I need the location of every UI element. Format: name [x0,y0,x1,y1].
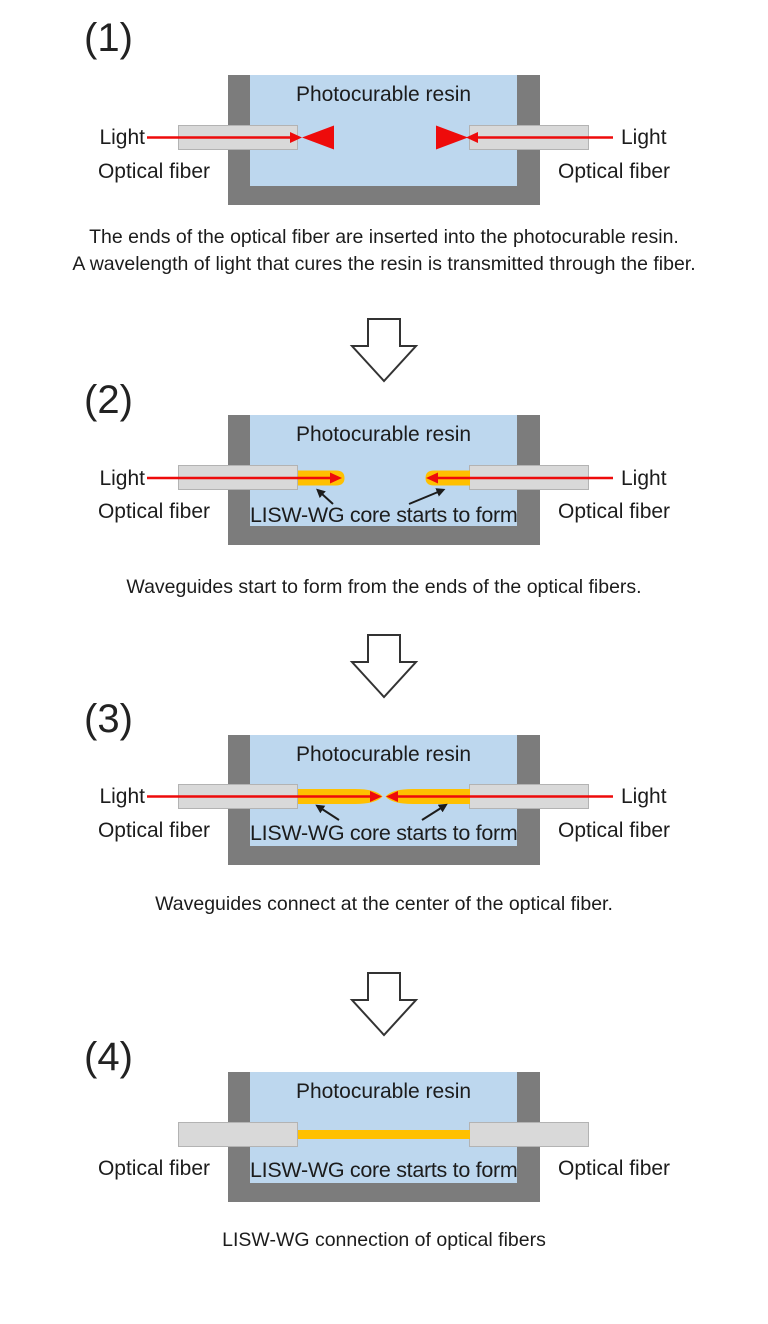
fiber-label-left-4: Optical fiber [97,1157,210,1180]
fiber-label-right-3: Optical fiber [558,819,671,842]
core-label-2: LISW-WG core starts to form [250,503,518,527]
optical-fiber-right-4 [469,1122,589,1147]
caption-step-4: LISW-WG connection of optical fibers [222,1229,546,1251]
caption-step-1-line1: The ends of the optical fiber are insert… [89,226,679,248]
light-label-left-1: Light [99,126,145,149]
light-cone-right-icon-1 [436,125,468,150]
down-arrow-icon-3 [349,972,419,1037]
fiber-label-left-3: Optical fiber [97,819,210,842]
annotation-arrow-right-icon-3 [421,803,448,821]
optical-fiber-left-4 [178,1122,298,1147]
fiber-label-right-1: Optical fiber [558,160,671,183]
down-arrow-icon-2 [349,634,419,699]
fiber-label-right-4: Optical fiber [558,1157,671,1180]
caption-step-2: Waveguides start to form from the ends o… [126,576,642,598]
down-arrow-icon-1 [349,318,419,383]
caption-step-1: The ends of the optical fiber are insert… [0,224,768,278]
fiber-label-left-2: Optical fiber [97,500,210,523]
light-label-right-1: Light [621,126,667,149]
annotation-arrow-right-icon-2 [408,488,446,505]
annotation-arrow-left-icon-3 [315,804,340,821]
step-number-4: (4) [84,1035,133,1079]
light-label-left-3: Light [99,785,145,808]
annotation-arrow-left-icon-2 [316,488,334,505]
step-number-2: (2) [84,378,133,422]
resin-label-1: Photocurable resin [295,83,472,106]
core-label-4: LISW-WG core starts to form [250,1158,518,1182]
light-label-left-2: Light [99,467,145,490]
resin-label-2: Photocurable resin [295,423,472,446]
light-label-right-2: Light [621,467,667,490]
waveguide-core-connected-4 [298,1130,470,1139]
resin-label-3: Photocurable resin [295,743,472,766]
step-number-3: (3) [84,697,133,741]
fiber-label-left-1: Optical fiber [97,160,210,183]
light-label-right-3: Light [621,785,667,808]
light-cone-left-icon-1 [302,125,334,150]
fiber-label-right-2: Optical fiber [558,500,671,523]
resin-label-4: Photocurable resin [295,1080,472,1103]
step-number-1: (1) [84,16,133,60]
caption-step-3: Waveguides connect at the center of the … [155,893,613,915]
caption-step-1-line2: A wavelength of light that cures the res… [72,253,696,275]
core-label-3: LISW-WG core starts to form [250,821,518,845]
